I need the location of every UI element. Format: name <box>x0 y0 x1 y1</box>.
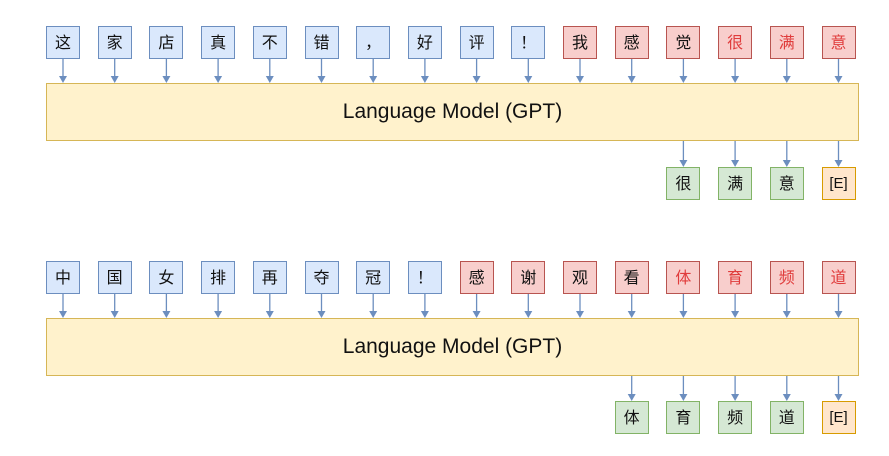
input-token-1-2: 家 <box>97 26 132 59</box>
input-arrow-2-4-head <box>214 311 223 318</box>
input-arrow-2-3-head <box>162 311 171 318</box>
input-token-2-3: 女 <box>149 261 184 294</box>
input-token-2-9: 感 <box>459 261 494 294</box>
input-token-1-15: 满 <box>769 26 804 59</box>
input-arrow-2-13-head <box>679 311 688 318</box>
output-token-2-1: 体 <box>614 401 649 434</box>
input-token-2-11: 观 <box>563 261 597 294</box>
output-token-2-3: 频 <box>718 401 753 434</box>
input-token-2-1: 中 <box>46 261 80 294</box>
input-arrow-2-14-head <box>731 311 740 318</box>
input-token-1-12: 感 <box>614 26 649 59</box>
output-arrow-2-1-head <box>627 394 636 401</box>
input-token-1-8: 好 <box>407 26 442 59</box>
input-token-1-6: 错 <box>304 26 339 59</box>
input-arrow-2-11-head <box>576 311 584 318</box>
input-arrow-2-10-head <box>524 311 533 318</box>
output-arrow-1-3-head <box>782 160 791 167</box>
input-token-1-14: 很 <box>718 26 753 59</box>
input-token-1-4: 真 <box>201 26 236 59</box>
output-arrow-1-1-head <box>679 160 688 167</box>
output-arrow-1-4-head <box>834 160 843 167</box>
model-label-2: Language Model (GPT) <box>342 335 563 358</box>
input-arrow-1-3-head <box>162 76 171 83</box>
output-token-2-4: 道 <box>769 401 804 434</box>
input-arrow-2-8-head <box>420 311 429 318</box>
output-token-1-2: 满 <box>718 167 753 200</box>
input-arrow-2-7-head <box>369 311 378 318</box>
output-token-1-3: 意 <box>769 167 804 200</box>
input-arrow-2-6-head <box>317 311 326 318</box>
input-arrow-1-9-head <box>472 76 481 83</box>
input-arrow-2-1-head <box>59 311 67 318</box>
input-token-2-7: 冠 <box>356 261 391 294</box>
input-token-2-5: 再 <box>252 261 287 294</box>
input-token-1-5: 不 <box>252 26 287 59</box>
input-arrow-1-12-head <box>627 76 636 83</box>
input-token-2-2: 国 <box>97 261 132 294</box>
model-label-1: Language Model (GPT) <box>342 100 563 123</box>
input-arrow-2-5-head <box>265 311 274 318</box>
input-token-1-10: ！ <box>511 26 546 59</box>
input-arrow-1-14-head <box>731 76 740 83</box>
input-arrow-1-1-head <box>59 76 67 83</box>
input-arrow-2-16-head <box>834 311 843 318</box>
input-arrow-2-15-head <box>782 311 791 318</box>
input-token-2-13: 体 <box>666 261 701 294</box>
language-model-box-1: Language Model (GPT) <box>46 83 859 141</box>
input-token-2-14: 育 <box>718 261 753 294</box>
output-token-1-1: 很 <box>666 167 701 200</box>
input-arrow-1-5-head <box>265 76 274 83</box>
input-token-2-16: 道 <box>821 261 856 294</box>
output-arrow-2-2-head <box>679 394 688 401</box>
input-arrow-1-6-head <box>317 76 326 83</box>
output-arrow-1-2-head <box>731 160 740 167</box>
input-token-2-4: 排 <box>201 261 236 294</box>
input-token-1-13: 觉 <box>666 26 701 59</box>
end-token-1: [E] <box>821 167 856 200</box>
input-arrow-1-4-head <box>214 76 223 83</box>
input-arrow-1-8-head <box>420 76 429 83</box>
input-arrow-1-10-head <box>524 76 533 83</box>
input-arrow-1-15-head <box>782 76 791 83</box>
input-arrow-1-13-head <box>679 76 688 83</box>
output-arrow-2-3-head <box>731 394 740 401</box>
input-token-1-9: 评 <box>459 26 494 59</box>
input-arrow-2-2-head <box>110 311 119 318</box>
input-token-2-12: 看 <box>614 261 649 294</box>
input-arrow-1-16-head <box>834 76 843 83</box>
input-arrow-1-2-head <box>110 76 119 83</box>
input-arrow-2-9-head <box>472 311 481 318</box>
input-token-2-6: 夺 <box>304 261 339 294</box>
output-token-2-2: 育 <box>666 401 701 434</box>
input-token-1-11: 我 <box>563 26 597 59</box>
output-arrow-2-4-head <box>782 394 791 401</box>
input-token-1-3: 店 <box>149 26 184 59</box>
input-token-1-1: 这 <box>46 26 80 59</box>
input-arrow-2-12-head <box>627 311 636 318</box>
input-token-1-7: ， <box>356 26 391 59</box>
input-arrow-1-11-head <box>576 76 584 83</box>
language-model-box-2: Language Model (GPT) <box>46 318 859 376</box>
input-token-1-16: 意 <box>821 26 856 59</box>
input-token-2-15: 频 <box>769 261 804 294</box>
input-arrow-1-7-head <box>369 76 378 83</box>
end-token-2: [E] <box>821 401 856 434</box>
input-token-2-8: ！ <box>407 261 442 294</box>
input-token-2-10: 谢 <box>511 261 546 294</box>
output-arrow-2-5-head <box>834 394 843 401</box>
